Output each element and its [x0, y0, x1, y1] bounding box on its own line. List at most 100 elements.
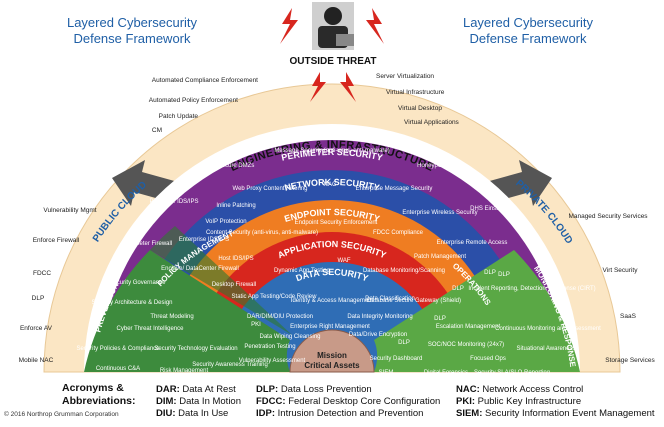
data-item: Enterprise Right Management — [290, 324, 370, 330]
network-item: Enterprise Message Security — [356, 186, 433, 192]
prevention-item: Cyber Threat Intelligence — [117, 326, 185, 332]
network-item: Enterprise Wireless Security — [402, 210, 477, 216]
outer-left-item: FDCC — [33, 270, 51, 277]
right-title: Layered Cybersecurity Defense Framework — [448, 15, 608, 47]
legend-entry: PKI: Public Key Infrastructure — [456, 396, 581, 407]
legend-value: Data At Rest — [182, 384, 236, 395]
network-item: Inline Patching — [216, 203, 255, 209]
policy-item: Penetration Testing — [244, 344, 295, 350]
lightning-down-right-icon — [340, 72, 356, 102]
network-item: VoIP Protection — [205, 219, 246, 225]
network-item: Enterprise Remote Access — [437, 240, 508, 246]
perimeter-item: DHS Einstein — [470, 206, 506, 212]
outer-left-item: Patch Update — [159, 113, 199, 120]
prevention-item: Threat Modeling — [150, 314, 193, 320]
perimeter-item: Secure DMZs — [218, 163, 255, 169]
operations-item: SIEM — [379, 370, 394, 376]
legend-heading-2: Abbreviations: — [62, 395, 136, 407]
prevention-item: IT Security Governance — [103, 280, 167, 286]
network-item: Web Proxy Content Filtering — [233, 186, 308, 192]
outer-right-item: Storage Services — [605, 357, 655, 364]
legend-entry: DIU: Data In Use — [156, 408, 228, 419]
perimeter-item: Perimeter IDS/IPS — [149, 199, 198, 205]
outer-left-item: DLP — [32, 295, 45, 302]
left-title: Layered Cybersecurity Defense Framework — [52, 15, 212, 47]
legend-value: Intrusion Detection and Prevention — [277, 408, 424, 419]
outer-left-item: CM — [152, 127, 162, 134]
data-item: PKI — [251, 322, 261, 328]
legend-entry: DLP: Data Loss Prevention — [256, 384, 372, 395]
legend-entry: NAC: Network Access Control — [456, 384, 583, 395]
endpoint-item: FDCC Compliance — [373, 230, 424, 236]
legend-key: DIU: — [156, 408, 179, 419]
prevention-item: Continuous C&A — [96, 366, 140, 372]
legend-heading: Acronyms & Abbreviations: — [62, 382, 136, 408]
legend-key: IDP: — [256, 408, 278, 419]
network-item: NAC — [324, 182, 337, 188]
monitoring-item: Incident Reporting, Detection, Response … — [468, 286, 595, 292]
legend-entry: FDCC: Federal Desktop Core Configuration — [256, 396, 440, 407]
legend-key: DLP: — [256, 384, 281, 395]
legend-value: Data Loss Prevention — [280, 384, 372, 395]
right-title-line2: Defense Framework — [469, 31, 587, 46]
operations-item: SOC/NOC Monitoring (24x7) — [428, 342, 504, 348]
data-item: Data/Drive Encryption — [349, 332, 407, 338]
perimeter-item: Message Security (anti-virus, anti-malwa… — [274, 148, 389, 154]
legend-value: Data In Use — [178, 408, 229, 419]
legend-key: NAC: — [456, 384, 483, 395]
perimeter-item: DLP — [498, 272, 510, 278]
legend-key: FDCC: — [256, 396, 289, 407]
lightning-left-icon — [280, 8, 298, 44]
endpoint-item: Desktop Firewall — [212, 282, 256, 288]
outer-right-item: SaaS — [620, 313, 637, 320]
outer-left-item: Enforce Firewall — [33, 237, 80, 244]
network-item: DLP — [484, 270, 496, 276]
core-label-1: Mission — [317, 351, 347, 360]
data-item: Identity & Access Management — [291, 298, 374, 304]
outer-right-item: Virtual Desktop — [398, 105, 442, 112]
prevention-item: Security Awareness Training — [192, 362, 268, 368]
lightning-right-icon — [366, 8, 384, 44]
endpoint-item: DLP — [452, 286, 464, 292]
application-item: Dynamic App Testing — [274, 268, 330, 274]
monitoring-item: Situational Awareness — [517, 346, 576, 352]
application-item: Static App Testing/Code Review — [232, 294, 318, 300]
prevention-item: Security Architecture & Design — [91, 300, 172, 306]
operations-item: Security SLA/SLO Reporting — [474, 370, 550, 376]
application-item: WAF — [337, 258, 350, 264]
outer-left-item: Vulnerability Mgmt — [43, 207, 96, 214]
operations-item: Escalation Management — [436, 324, 501, 330]
legend-key: DIM: — [156, 396, 180, 407]
hacker-figure — [312, 2, 354, 50]
endpoint-item: Patch Management — [414, 254, 466, 260]
application-item: Database Monitoring/Scanning — [363, 268, 445, 274]
endpoint-item: Content Security (anti-virus, anti-malwa… — [206, 230, 318, 236]
left-title-line1: Layered Cybersecurity — [66, 15, 198, 30]
outer-left-item: Automated Policy Enforcement — [149, 97, 238, 104]
legend-heading-1: Acronyms & — [62, 382, 124, 394]
legend-value: Federal Desktop Core Configuration — [288, 396, 441, 407]
endpoint-item: Endpoint Security Enforcement — [295, 220, 378, 226]
endpoint-item: Host IDS/IPS — [218, 256, 253, 262]
legend-entry: IDP: Intrusion Detection and Prevention — [256, 408, 423, 419]
legend-value: Public Key Infrastructure — [477, 396, 582, 407]
data-item: Data Integrity Monitoring — [347, 314, 412, 320]
application-item: DLP — [434, 316, 446, 322]
operations-item: Focused Ops — [470, 356, 506, 362]
legend-value: Security Information Event Management — [485, 408, 655, 419]
operations-item: Digital Forensics — [424, 370, 468, 376]
network-item: Enterprise IDS/IPS — [179, 237, 229, 243]
outer-left-item: Enforce AV — [20, 325, 53, 332]
outer-left-item: Automated Compliance Enforcement — [152, 77, 258, 84]
lightning-down-left-icon — [310, 72, 326, 102]
monitoring-item: Continuous Monitoring and Assessment — [495, 326, 601, 332]
outer-right-item: Virtual Applications — [404, 119, 460, 126]
legend-entry: SIEM: Security Information Event Managem… — [456, 408, 655, 419]
prevention-item: Security Policies & Compliance — [76, 346, 160, 352]
network-item: Enclave/ DataCenter Firewall — [161, 266, 239, 272]
legend-key: SIEM: — [456, 408, 486, 419]
outside-threat-label: OUTSIDE THREAT — [289, 56, 376, 67]
prevention-wedge — [84, 250, 290, 372]
